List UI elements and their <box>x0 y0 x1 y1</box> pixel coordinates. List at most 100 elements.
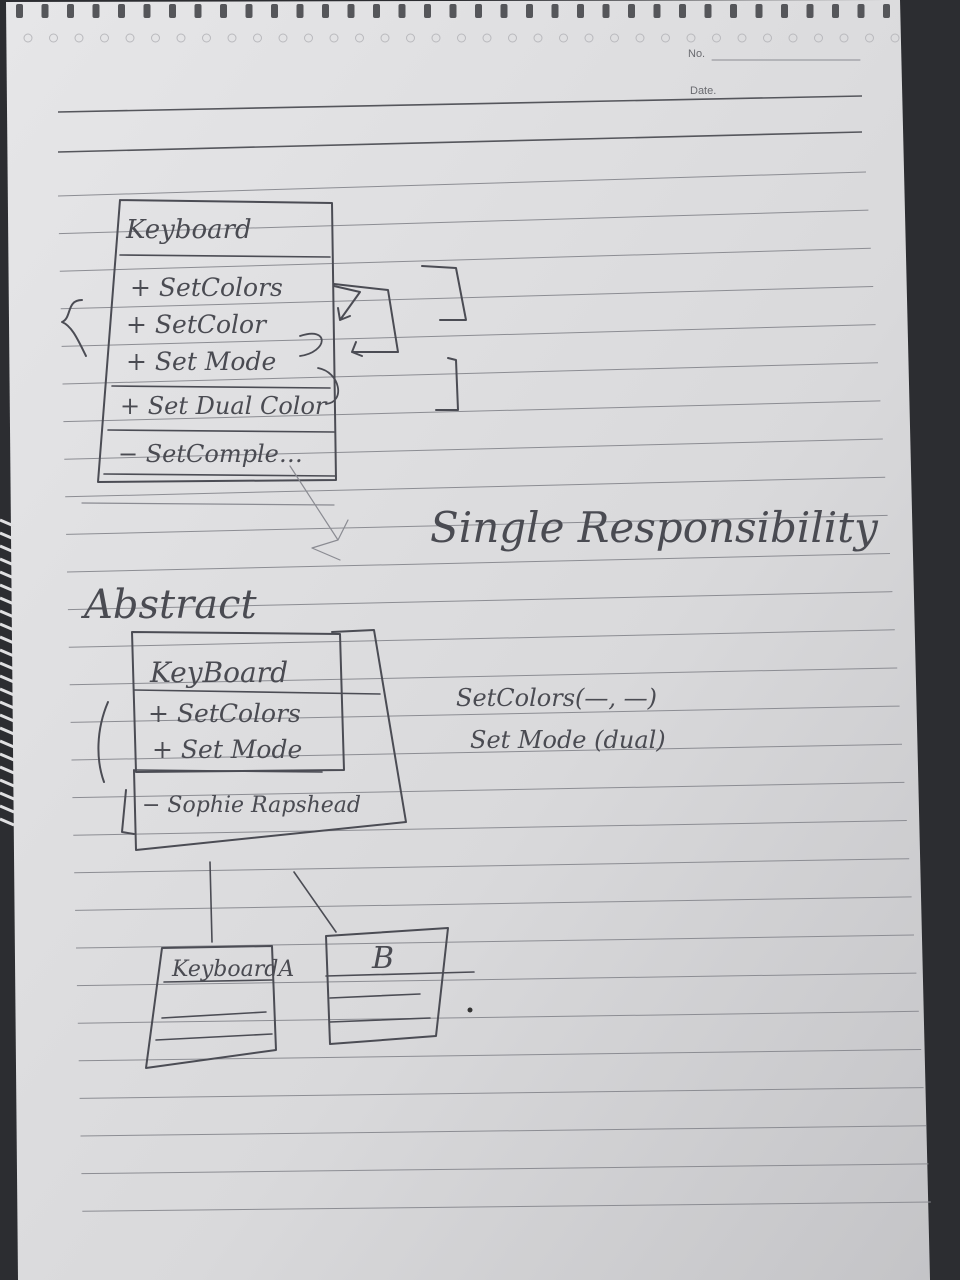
binding-hole <box>475 4 482 18</box>
note-setmode: Set Mode (dual) <box>470 726 666 754</box>
binding-hole-ring <box>661 33 670 43</box>
binding-hole <box>857 4 865 18</box>
binding-hole-ring <box>100 33 109 43</box>
binding-hole-ring <box>865 33 874 43</box>
binding-hole <box>500 4 508 18</box>
subclass-b-box <box>325 927 475 1045</box>
binding-hole <box>143 4 151 18</box>
binding-hole <box>526 4 533 18</box>
rule-line <box>82 1201 931 1212</box>
rule-line <box>67 591 893 611</box>
binding-hole-ring <box>227 33 237 43</box>
binding-hole <box>679 4 686 18</box>
keyboard-class-box <box>81 199 337 506</box>
binding-hole-ring <box>737 33 747 43</box>
binding-hole <box>67 4 74 18</box>
coil-segment <box>0 713 15 723</box>
binding-hole-ring <box>125 33 135 43</box>
binding-hole <box>551 4 559 18</box>
connector-arrow-2 <box>333 285 361 321</box>
coil-segment <box>0 557 15 567</box>
rule-line <box>72 781 905 799</box>
coil-segment <box>0 752 15 762</box>
coil-segment <box>0 674 15 684</box>
binding-hole-ring <box>278 33 288 43</box>
binding-hole-ring <box>304 33 313 43</box>
rule-line <box>68 629 895 648</box>
rule-line <box>61 324 876 347</box>
rule-line <box>66 553 891 573</box>
subclass-a-box <box>145 945 277 1069</box>
coil-segment <box>0 687 15 697</box>
rule-line <box>60 285 874 310</box>
coil-segment <box>0 817 15 827</box>
binding-hole-ring <box>635 33 645 43</box>
method-setcolors: + SetColors <box>130 273 283 302</box>
principle-label: Single Responsibility <box>430 503 879 552</box>
binding-hole-ring <box>686 33 696 43</box>
binding-hole <box>424 4 431 18</box>
rule-line <box>73 820 907 836</box>
rule-line <box>76 972 917 987</box>
binding-hole <box>92 4 100 18</box>
left-spiral-coil <box>0 518 15 827</box>
binding-hole-ring <box>406 33 415 43</box>
method-private-setcomple: − SetComple… <box>118 440 303 468</box>
binding-hole-ring <box>533 33 543 43</box>
binding-hole-ring <box>814 33 823 43</box>
header-rule-line <box>57 131 863 153</box>
binding-hole <box>373 4 380 18</box>
binding-hole-ring <box>355 33 364 43</box>
binding-hole <box>628 4 635 18</box>
coil-segment <box>0 648 15 658</box>
abstract-method-setmode: + Set Mode <box>152 735 302 764</box>
rule-line <box>63 400 881 423</box>
coil-segment <box>0 635 15 645</box>
coil-segment <box>0 700 15 710</box>
binding-hole-ring <box>380 33 390 43</box>
binding-hole-ring <box>890 33 900 43</box>
binding-hole <box>16 4 23 18</box>
left-bracket-icon <box>121 789 135 835</box>
coil-segment <box>0 531 15 541</box>
binding-hole-ring <box>431 33 441 43</box>
coil-segment <box>0 570 15 580</box>
binding-hole <box>577 4 584 18</box>
bracket-upper-icon <box>421 265 467 321</box>
rule-line <box>81 1163 929 1175</box>
binding-hole <box>347 4 355 18</box>
rule-line <box>75 896 912 911</box>
faint-arrow-icon <box>289 465 349 561</box>
abstract-label: Abstract <box>80 582 257 628</box>
abstract-class-name: KeyBoard <box>149 656 288 689</box>
binding-hole-ring <box>74 33 84 43</box>
rule-line <box>80 1125 927 1137</box>
coil-segment <box>0 622 15 632</box>
rule-line <box>66 514 888 535</box>
no-label: No. <box>688 48 705 60</box>
rule-line <box>62 362 879 385</box>
coil-segment <box>0 804 15 814</box>
coil-segment <box>0 765 15 775</box>
binding-hole-ring <box>457 33 466 43</box>
binding-hole-ring <box>253 33 262 43</box>
ruled-lines <box>57 95 931 1212</box>
rule-line <box>57 171 867 197</box>
binding-hole-ring <box>610 33 619 43</box>
binding-hole <box>653 4 661 18</box>
connector-loop <box>299 332 340 405</box>
rule-line <box>77 1010 919 1024</box>
binding-hole-ring <box>788 33 798 43</box>
note-setcolors: SetColors(—, —) <box>456 684 657 712</box>
rule-line <box>59 247 871 272</box>
coil-segment <box>0 726 15 736</box>
binding-hole <box>449 4 457 18</box>
keyboard-class-name: Keyboard <box>125 215 252 245</box>
coil-segment <box>0 583 15 593</box>
rule-line <box>65 476 886 498</box>
header-rule-line <box>57 95 863 113</box>
coil-segment <box>0 596 15 606</box>
abstract-keyboard-box <box>97 629 407 851</box>
